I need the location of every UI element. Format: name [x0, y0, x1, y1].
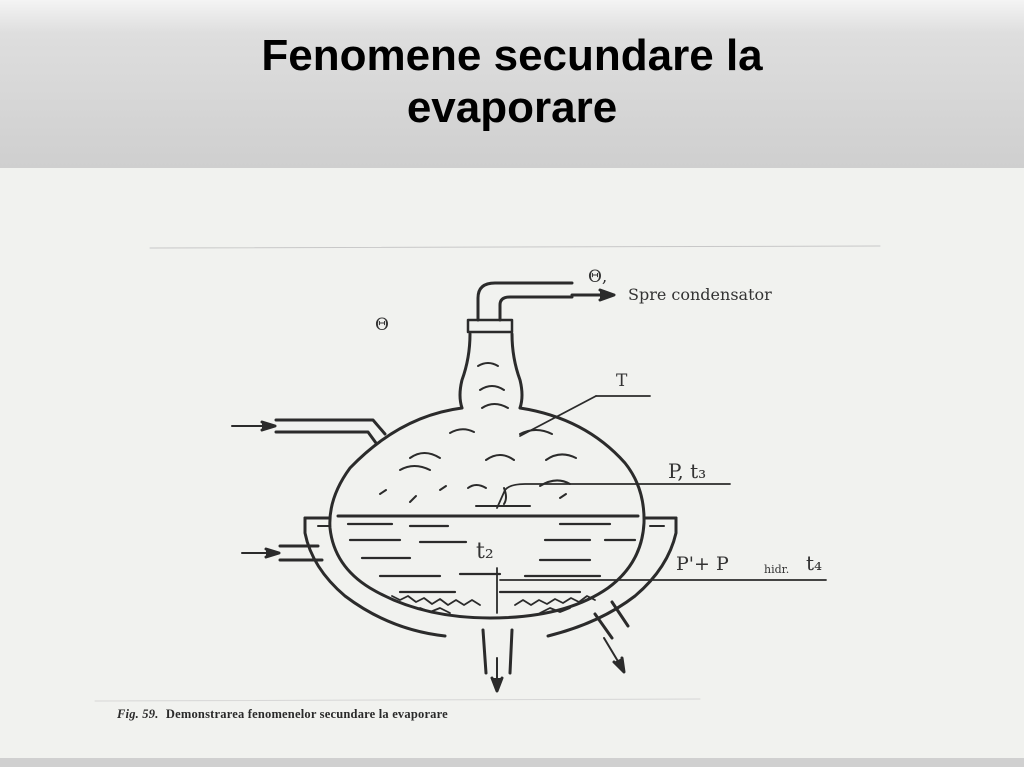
bottom-band	[0, 758, 1024, 767]
evaporator-diagram: Θ Θ, Spre condensator T P, t₃ t₂ P'+ P h…	[94, 245, 881, 702]
slide-title: Fenomene secundare la evaporare	[0, 30, 1024, 134]
label-p-t3: P, t₃	[668, 459, 706, 483]
leader-lines	[496, 395, 827, 614]
label-pressure: P'+ P	[676, 553, 729, 575]
bottom-deposit	[391, 595, 596, 614]
steam-inlet-pipe	[231, 418, 387, 445]
label-t2: t₂	[476, 539, 494, 564]
caption-figure-number: Fig. 59.	[117, 707, 159, 721]
label-theta1: Θ,	[588, 267, 607, 287]
label-spre-condensator: Spre condensator	[628, 285, 772, 304]
condensate-outlet	[593, 600, 630, 674]
figure-caption: Fig. 59. Demonstrarea fenomenelor secund…	[117, 707, 448, 722]
label-t4: t₄	[806, 551, 822, 575]
label-theta: Θ	[375, 315, 389, 335]
title-band	[0, 0, 1024, 169]
evaporator-vessel	[328, 332, 646, 620]
heating-jacket	[241, 516, 678, 638]
slide-title-line-2: evaporare	[406, 83, 618, 132]
slide-title-line-1: Fenomene secundare la	[261, 31, 763, 80]
label-T: T	[616, 371, 628, 391]
vapor-outlet-pipe	[466, 281, 616, 334]
label-hidr: hidr.	[764, 563, 789, 576]
caption-text: Demonstrarea fenomenelor secundare la ev…	[165, 707, 448, 721]
liquid-outlet	[481, 628, 514, 693]
liquid-level	[336, 514, 640, 594]
